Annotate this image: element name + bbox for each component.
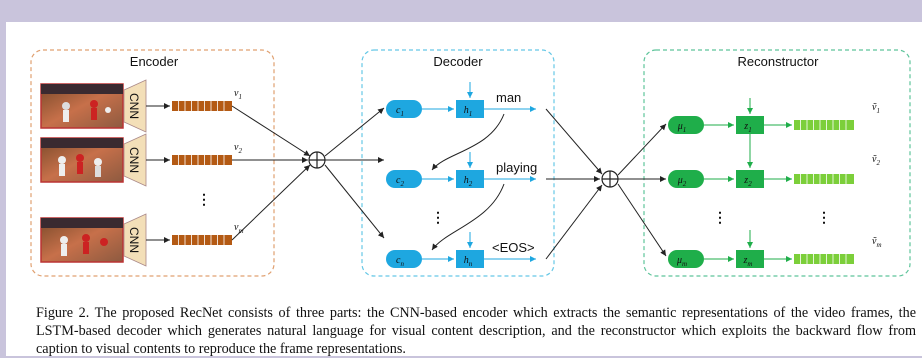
recon-z-2	[736, 170, 764, 188]
combine-node-1	[308, 151, 326, 169]
decoder-to-combine-arrows	[545, 108, 603, 260]
recon-z-3	[736, 250, 764, 268]
recon-mu-3	[668, 250, 704, 268]
svg-text:z2: z2	[743, 175, 752, 188]
figure-caption: Figure 2. The proposed RecNet consists o…	[36, 305, 916, 357]
cnn-label-2: CNN	[127, 147, 141, 173]
recon-ellipsis-left: ⋮	[713, 209, 727, 225]
encoder-ellipsis: ⋮	[197, 191, 211, 207]
reconstructor-row-3: μm zm ṽm	[668, 230, 882, 268]
decoder-hidden-1	[456, 100, 484, 118]
decoder-cell-3	[386, 250, 422, 268]
decoder-hidden-3	[456, 250, 484, 268]
encoder-to-combine-arrows	[231, 105, 311, 241]
decoder-row-2: c2 h2 playing	[386, 152, 537, 188]
feature-bar-2	[172, 155, 232, 165]
video-frame-1	[40, 83, 124, 129]
svg-text:μm: μm	[676, 255, 687, 268]
cnn-label-3: CNN	[127, 227, 141, 253]
combine-to-decoder-arrows	[324, 107, 385, 239]
video-frame-3	[40, 217, 124, 263]
reconstructor-title: Reconstructor	[738, 54, 820, 69]
recon-mu-2	[668, 170, 704, 188]
video-frame-2	[40, 137, 124, 183]
decoder-word-2: playing	[496, 160, 537, 175]
cnn-block-1	[123, 79, 147, 133]
recon-mu-1	[668, 116, 704, 134]
decoder-cell-1	[386, 100, 422, 118]
cnn-block-3	[123, 213, 147, 267]
svg-text:z1: z1	[743, 121, 751, 134]
feature-label-1: v1	[234, 88, 242, 101]
decoder-row-1: c1 h1 man	[386, 82, 536, 118]
encoder-row-1: CNN v1	[40, 79, 242, 133]
reconstructor-row-2: μ2 z2 ṽ2	[668, 134, 880, 188]
encoder-title: Encoder	[130, 54, 179, 69]
svg-text:c1: c1	[396, 105, 404, 118]
recon-bar-3	[794, 254, 854, 264]
recon-label-2: ṽ2	[872, 154, 880, 167]
recon-label-1: ṽ1	[872, 102, 880, 115]
decoder-panel	[361, 49, 555, 277]
decoder-word-1: man	[496, 90, 521, 105]
svg-text:h1: h1	[464, 105, 473, 118]
recon-bar-2	[794, 174, 854, 184]
feature-bar-1	[172, 101, 232, 111]
cnn-block-2	[123, 133, 147, 187]
recon-bar-1	[794, 120, 854, 130]
cnn-label-1: CNN	[127, 93, 141, 119]
svg-text:cn: cn	[396, 255, 404, 268]
recon-z-1	[736, 116, 764, 134]
svg-text:h2: h2	[464, 175, 473, 188]
svg-text:zm: zm	[743, 255, 753, 268]
encoder-panel	[30, 49, 275, 277]
svg-text:hn: hn	[464, 255, 473, 268]
word-feedback-arrows	[431, 113, 505, 251]
recon-ellipsis-right: ⋮	[817, 209, 831, 225]
decoder-cell-2	[386, 170, 422, 188]
decoder-row-3: cn hn <EOS>	[386, 232, 536, 268]
combine-to-reconstructor-arrows	[617, 123, 667, 257]
reconstructor-panel	[643, 49, 911, 277]
decoder-hidden-2	[456, 170, 484, 188]
combine-node-2	[601, 170, 619, 188]
feature-label-2: v2	[234, 142, 242, 155]
svg-text:μ1: μ1	[677, 121, 687, 134]
encoder-row-2: CNN v2	[40, 133, 242, 187]
recnet-figure: Encoder Decoder Reconstructor CNN v1 CNN	[30, 49, 911, 277]
svg-text:μ2: μ2	[677, 175, 687, 188]
decoder-title: Decoder	[433, 54, 483, 69]
reconstructor-row-1: μ1 z1 ṽ1	[668, 98, 880, 134]
decoder-ellipsis: ⋮	[431, 209, 445, 225]
decoder-word-3: <EOS>	[492, 240, 535, 255]
encoder-row-3: CNN vm	[40, 213, 244, 267]
feature-bar-3	[172, 235, 232, 245]
svg-text:c2: c2	[396, 175, 404, 188]
recon-label-3: ṽm	[872, 236, 882, 249]
paper-page: Encoder Decoder Reconstructor CNN v1 CNN	[6, 22, 922, 357]
